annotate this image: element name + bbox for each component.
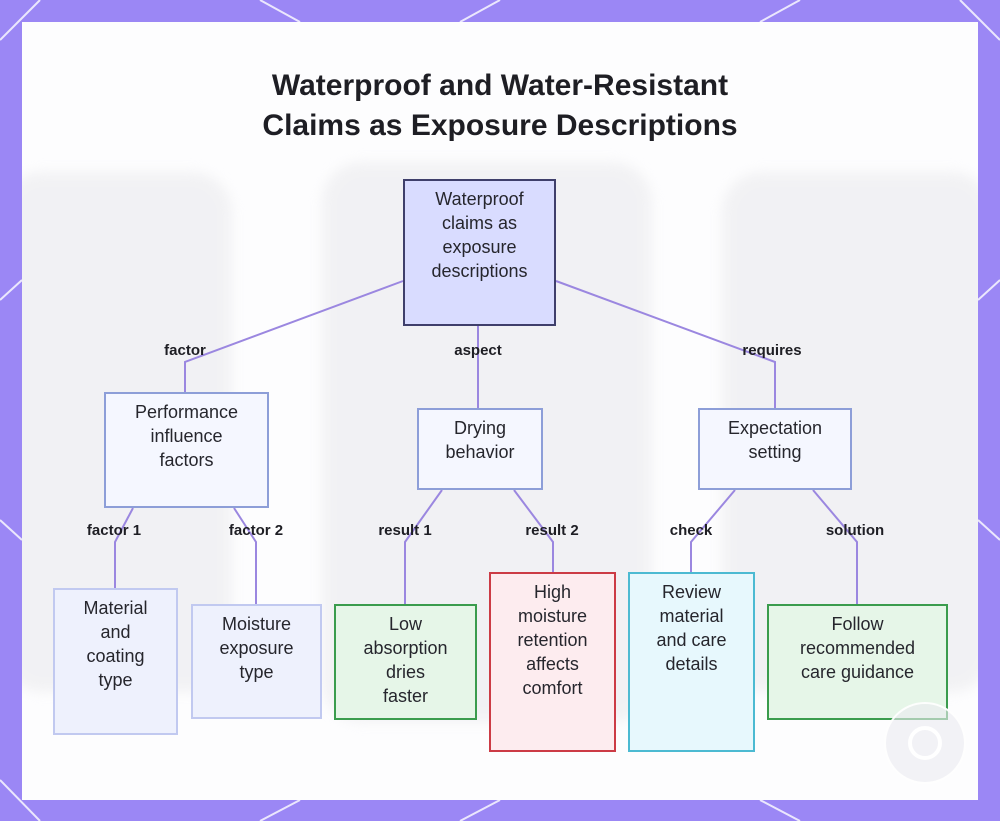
node-text-line: faster [382,686,429,706]
node-drying-behavior: Drying behavior [417,408,543,490]
node-text-line: recommended [799,638,916,658]
node-text-line: type [98,670,133,690]
node-review-material-care: Review material and care details [628,572,755,752]
node-text-line: influence [150,426,223,446]
node-text-line: High [533,582,572,602]
node-moisture-exposure-type: Moisture exposure type [191,604,322,719]
diagram-panel: Waterproof and Water-Resistant Claims as… [22,22,978,800]
node-text-line: Expectation [727,418,823,438]
node-text-line: Waterproof [435,189,524,209]
node-material-coating-type: Material and coating type [53,588,178,735]
node-text-line: Review [661,582,722,602]
node-text-line: setting [748,442,802,462]
node-text-line: and [100,622,131,642]
connector-factor [184,280,404,392]
node-text-line: factors [159,450,214,470]
node-text-line: dries [385,662,425,682]
edge-label-result-1: result 1 [378,522,432,539]
node-text-line: retention [517,630,588,650]
node-text-line: claims as [441,213,517,233]
node-text-line: Moisture [221,614,292,634]
node-text-line: and care [656,630,727,650]
edge-label-result-2: result 2 [525,522,579,539]
edge-label-check: check [669,522,713,539]
node-follow-care-guidance: Follow recommended care guidance [767,604,948,720]
node-high-moisture-retention: High moisture retention affects comfort [489,572,616,752]
connector-factor-1 [114,507,134,588]
node-text-line: Material [83,598,148,618]
connector-solution [812,489,858,604]
node-text-line: behavior [445,442,515,462]
node-text-line: material [659,606,724,626]
node-text-line: comfort [522,678,583,698]
diagram-title: Waterproof and Water-Resistant Claims as… [22,66,978,146]
node-text-line: affects [526,654,579,674]
node-expectation-setting: Expectation setting [698,408,852,490]
edge-label-aspect: aspect [454,342,502,359]
diagram-title-line-1: Waterproof and Water-Resistant [271,69,729,102]
node-text-line: Drying [453,418,506,438]
node-text-line: Follow [831,614,884,634]
node-low-absorption: Low absorption dries faster [334,604,477,720]
node-text-line: Low [388,614,423,634]
connector-check [690,489,736,572]
edge-label-factor-2: factor 2 [228,522,284,539]
connector-result-2 [513,489,554,572]
node-text-line: exposure [442,237,517,257]
node-performance-influence-factors: Performance influence factors [104,392,269,508]
node-text-line: moisture [517,606,588,626]
node-text-line: absorption [363,638,448,658]
edge-label-solution: solution [825,522,885,539]
watermark-badge-icon [884,702,966,784]
node-text-line: type [239,662,274,682]
edge-label-requires: requires [742,342,802,359]
node-text-line: care guidance [800,662,915,682]
watermark-ring-icon [908,726,942,760]
node-waterproof-claims: Waterproof claims as exposure descriptio… [403,179,556,326]
node-text-line: exposure [219,638,294,658]
diagram-title-line-2: Claims as Exposure Descriptions [262,109,738,142]
node-text-line: Performance [134,402,239,422]
connector-lines [114,280,858,604]
node-text-line: coating [86,646,145,666]
connector-factor-2 [233,507,257,604]
connector-requires [555,280,776,408]
edge-label-factor-1: factor 1 [86,522,142,539]
node-text-line: details [665,654,718,674]
connector-result-1 [404,489,443,604]
node-text-line: descriptions [431,261,528,281]
edge-label-factor: factor [164,342,206,359]
